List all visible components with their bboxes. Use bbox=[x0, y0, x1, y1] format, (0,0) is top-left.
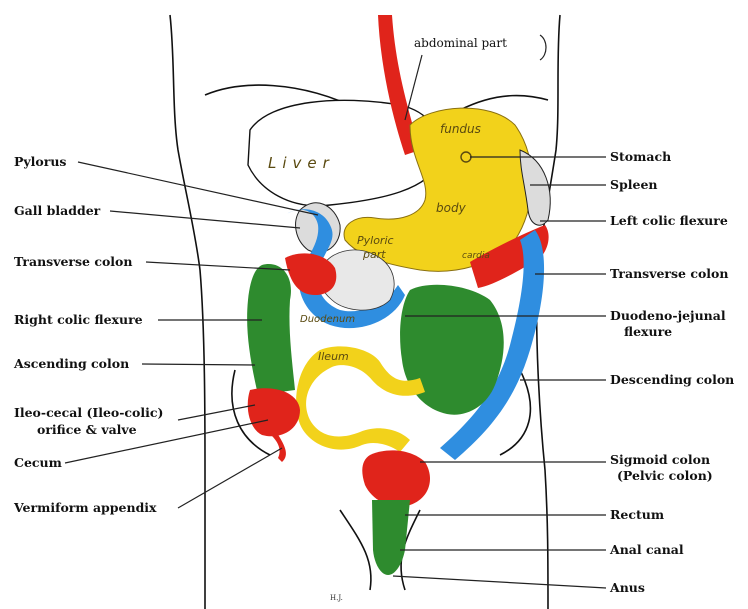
duodenum-label: Duodenum bbox=[300, 314, 355, 325]
liver-label: Liver bbox=[268, 154, 335, 172]
body-label: body bbox=[436, 201, 467, 215]
label-left-colic-flexure: Left colic flexure bbox=[610, 213, 728, 228]
pyloric-label-1: Pyloric bbox=[357, 234, 394, 247]
fundus-label: fundus bbox=[440, 122, 481, 136]
cecum bbox=[248, 388, 300, 436]
label-vermiform-appendix: Vermiform appendix bbox=[13, 500, 157, 515]
label-ileo-cecal-1: Ileo-cecal (Ileo-colic) bbox=[14, 405, 163, 420]
label-descending-colon: Descending colon bbox=[610, 372, 734, 387]
abdominal-part-label: abdominal part bbox=[414, 36, 507, 50]
cardia-label: cardia bbox=[462, 251, 490, 261]
label-anal-canal: Anal canal bbox=[609, 542, 684, 557]
label-ascending-colon: Ascending colon bbox=[13, 356, 129, 371]
pyloric-label-2: part bbox=[362, 248, 386, 261]
abdominal-part-brace bbox=[540, 35, 546, 60]
label-sigmoid-colon-2: (Pelvic colon) bbox=[617, 468, 713, 483]
ileum-label: Ileum bbox=[318, 350, 349, 363]
label-anus: Anus bbox=[609, 580, 645, 595]
signature: H.J. bbox=[330, 594, 343, 602]
label-transverse-colon-right: Transverse colon bbox=[610, 266, 728, 281]
label-spleen: Spleen bbox=[610, 177, 658, 192]
label-ileo-cecal-2: orifice & valve bbox=[37, 422, 137, 437]
label-cecum: Cecum bbox=[14, 455, 62, 470]
label-pylorus: Pylorus bbox=[14, 154, 66, 169]
left-labels: Pylorus Gall bladder Transverse colon Ri… bbox=[13, 154, 163, 515]
label-rectum: Rectum bbox=[610, 507, 664, 522]
label-stomach: Stomach bbox=[610, 149, 671, 164]
sigmoid-colon bbox=[362, 450, 430, 506]
label-transverse-colon-left: Transverse colon bbox=[14, 254, 132, 269]
label-sigmoid-colon-1: Sigmoid colon bbox=[610, 452, 710, 467]
small-intestine bbox=[400, 285, 504, 415]
ascending-colon bbox=[247, 264, 295, 395]
label-duodeno-jejunal-2: flexure bbox=[624, 324, 672, 339]
label-duodeno-jejunal-1: Duodeno-jejunal bbox=[610, 308, 726, 323]
right-labels: Stomach Spleen Left colic flexure Transv… bbox=[609, 149, 734, 595]
rectum bbox=[372, 500, 410, 575]
label-gall-bladder: Gall bladder bbox=[14, 203, 101, 218]
label-right-colic-flexure: Right colic flexure bbox=[14, 312, 143, 327]
